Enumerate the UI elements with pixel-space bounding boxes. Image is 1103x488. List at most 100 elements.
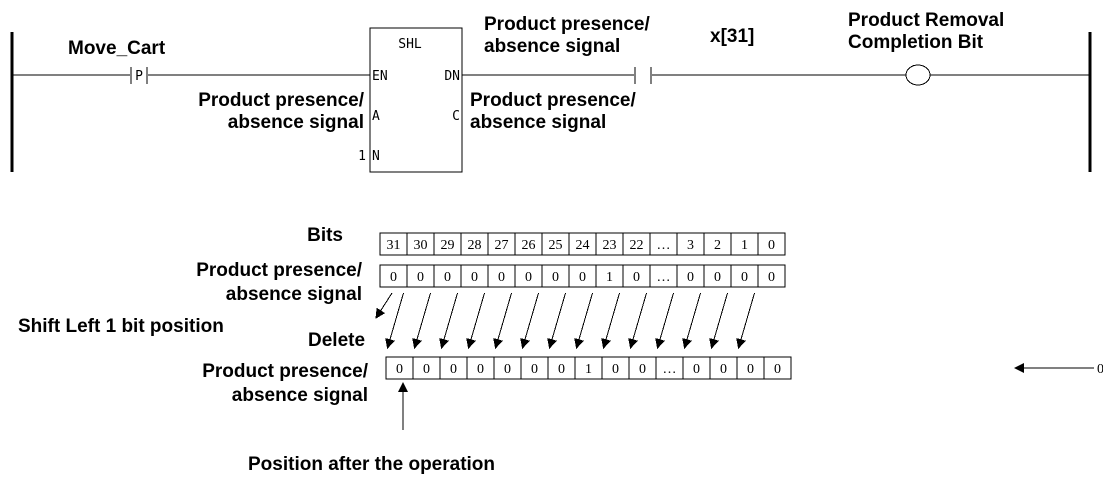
bit-index-value: … [657,238,671,253]
operand-c-label-line1: Product presence/ [470,90,636,111]
bit-index-value: 28 [468,238,482,253]
shift-arrow [574,292,593,349]
after-bit-value: 0 [504,362,511,377]
after-label-line1: Product presence/ [202,361,368,382]
before-bit-value: 0 [552,270,559,285]
after-bit-value: 0 [747,362,754,377]
bit-index-value: 26 [522,238,536,253]
after-bit-value: 0 [774,362,781,377]
before-bit-value: 0 [633,270,640,285]
before-bit-value: 1 [606,270,613,285]
shift-arrow [385,292,404,349]
before-bit-value: 0 [579,270,586,285]
shift-arrow [547,292,566,349]
before-value-row: 0 0 0 0 0 0 0 0 1 0 … 0 0 0 0 [379,264,786,288]
after-label-line2: absence signal [232,385,368,406]
before-bit-value: 0 [525,270,532,285]
position-label: Position after the operation [248,454,495,475]
shift-arrow [520,292,539,349]
shift-arrow [655,292,674,349]
shift-arrow [493,292,512,349]
shift-diagram: Bits Product presence/ absence signal Sh… [18,225,1103,475]
delete-label: Delete [308,330,365,351]
bits-label: Bits [307,225,343,246]
bit-index-value: 25 [549,238,563,253]
before-bit-value: 0 [687,270,694,285]
bit-index-value: 31 [387,238,401,253]
before-bit-value: 0 [444,270,451,285]
before-bit-value: 0 [471,270,478,285]
contact-type-label: P [135,69,143,84]
coil-label-line2: Completion Bit [848,32,984,53]
pin-en: EN [372,69,388,84]
bit-index-value: 2 [714,238,721,253]
no-contact [634,67,652,84]
bit-index-value: 29 [441,238,455,253]
ladder-rung: P Move_Cart SHL EN DN A C N 1 Product pr… [10,10,1092,173]
after-bit-value: 0 [693,362,700,377]
after-bit-value: 0 [531,362,538,377]
shl-function-block: SHL EN DN A C N [369,27,463,173]
before-bit-value: 0 [768,270,775,285]
operand-c-label-line2: absence signal [470,112,606,133]
shift-arrow [736,292,755,349]
operand-a-label-line2: absence signal [228,112,364,133]
coil-label-line1: Product Removal [848,10,1004,31]
shift-arrow [601,292,620,349]
pin-c: C [452,109,460,124]
shift-arrows [375,292,755,349]
bit-index-value: 3 [687,238,694,253]
contact2-label-line2: absence signal [484,36,620,57]
contact2-bit-label: x[31] [710,26,754,47]
rising-edge-contact: P [130,67,148,84]
before-bit-value: 0 [390,270,397,285]
shift-arrow [709,292,728,349]
before-label-line1: Product presence/ [196,260,362,281]
bit-index-value: 23 [603,238,617,253]
bit-index-value: 24 [576,238,590,253]
shift-arrow [412,292,431,349]
bit-index-value: 1 [741,238,748,253]
move-cart-label: Move_Cart [68,38,166,59]
after-bit-value: 0 [639,362,646,377]
before-bit-cell [757,264,786,288]
after-bit-value: 0 [423,362,430,377]
after-bit-value: … [663,362,677,377]
before-bit-value: 0 [741,270,748,285]
delete-arrow [375,292,393,319]
shift-arrow [682,292,701,349]
after-bit-value: 0 [477,362,484,377]
contact2-label-line1: Product presence/ [484,14,650,35]
after-bit-value: 0 [612,362,619,377]
after-bit-value: 0 [396,362,403,377]
fill-value: 0 [1097,362,1103,377]
after-bit-cell [763,356,792,380]
before-label-line2: absence signal [226,284,362,305]
after-bit-value: 1 [585,362,592,377]
before-bit-value: 0 [417,270,424,285]
block-name: SHL [398,37,422,52]
after-bit-value: 0 [720,362,727,377]
before-bit-value: 0 [714,270,721,285]
shift-arrow [628,292,647,349]
operand-a-label-line1: Product presence/ [198,90,364,111]
bit-index-cell [757,232,786,256]
pin-n: N [372,149,380,164]
shift-arrow [439,292,458,349]
bit-index-value: 0 [768,238,775,253]
after-bit-value: 0 [558,362,565,377]
output-coil [905,64,931,86]
before-bit-value: … [657,270,671,285]
shift-arrow [466,292,485,349]
pin-a: A [372,109,380,124]
pin-dn: DN [444,69,460,84]
before-bit-value: 0 [498,270,505,285]
after-value-row: 0 0 0 0 0 0 0 1 0 0 … 0 0 0 0 [385,356,792,380]
bit-index-value: 30 [414,238,428,253]
shift-label: Shift Left 1 bit position [18,316,224,337]
bit-index-value: 27 [495,238,509,253]
after-bit-value: 0 [450,362,457,377]
n-value: 1 [358,149,366,164]
